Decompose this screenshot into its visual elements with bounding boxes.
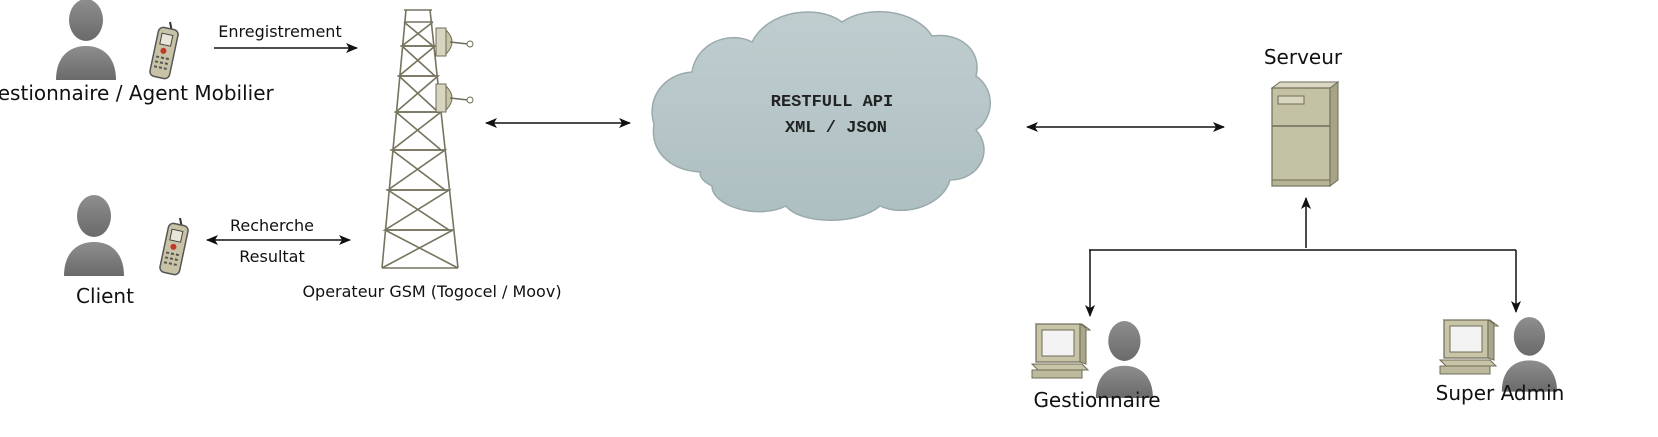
search-label: Recherche	[230, 216, 314, 235]
tower-label: Operateur GSM (Togocel / Moov)	[302, 282, 561, 301]
client-phone-icon	[158, 217, 190, 277]
super-admin-label: Super Admin	[1436, 381, 1565, 405]
gestionnaire-person-icon	[1095, 321, 1153, 398]
server-bus	[1085, 197, 1521, 317]
gestionnaire-label: Gestionnaire	[1033, 388, 1160, 412]
client-label: Client	[76, 284, 134, 308]
cloud-line-2: XML / JSON	[785, 119, 887, 138]
gsm-tower-icon	[381, 9, 459, 269]
cloud-icon	[651, 10, 991, 221]
agent-person-icon	[56, 0, 116, 80]
tower-antenna-icon	[435, 83, 474, 113]
gestionnaire-computer-icon	[1031, 323, 1091, 379]
cloud-line-1: RESTFULL API	[771, 93, 893, 112]
super-admin-computer-icon	[1439, 319, 1499, 375]
result-label: Resultat	[239, 247, 305, 266]
registration-label: Enregistrement	[218, 22, 341, 41]
server-tower-icon	[1270, 81, 1340, 187]
agent-label: Gestionnaire / Agent Mobilier	[0, 81, 275, 105]
client-person-icon	[64, 195, 124, 276]
tower-antenna-icon	[435, 27, 474, 57]
agent-phone-icon	[148, 21, 180, 81]
server-label: Serveur	[1264, 45, 1343, 69]
